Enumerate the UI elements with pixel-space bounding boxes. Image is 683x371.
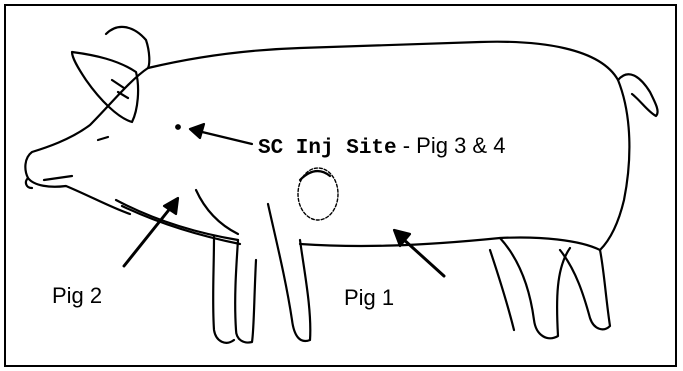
pig-hind-leg-near xyxy=(500,238,570,338)
sc-arrow-shaft xyxy=(198,131,252,144)
pig-head-outline xyxy=(25,68,148,214)
pig-front-leg-near-b xyxy=(268,204,310,341)
pig2-label: Pig 2 xyxy=(52,283,102,309)
pig-belly xyxy=(300,238,600,251)
sc-arrow-head xyxy=(190,124,204,138)
pig-front-leg-far xyxy=(213,236,234,343)
pig1-label: Pig 1 xyxy=(344,285,394,311)
sc-injection-site-label: SC Inj Site - Pig 3 & 4 xyxy=(258,133,505,160)
pig-elbow-line xyxy=(300,171,330,180)
pig-hind-leg-far xyxy=(560,250,610,329)
pig-eye xyxy=(98,137,108,140)
pig-ear xyxy=(72,52,138,122)
sc-site-pig-text: - Pig 3 & 4 xyxy=(397,133,506,158)
pig-hind-leg-3 xyxy=(490,250,514,330)
sc-site-dot xyxy=(176,125,180,129)
pig-neck-fold xyxy=(196,190,238,234)
pig-mouth xyxy=(44,176,72,180)
pig-front-leg-near xyxy=(235,240,256,343)
sc-site-bold-text: SC Inj Site xyxy=(258,137,397,160)
